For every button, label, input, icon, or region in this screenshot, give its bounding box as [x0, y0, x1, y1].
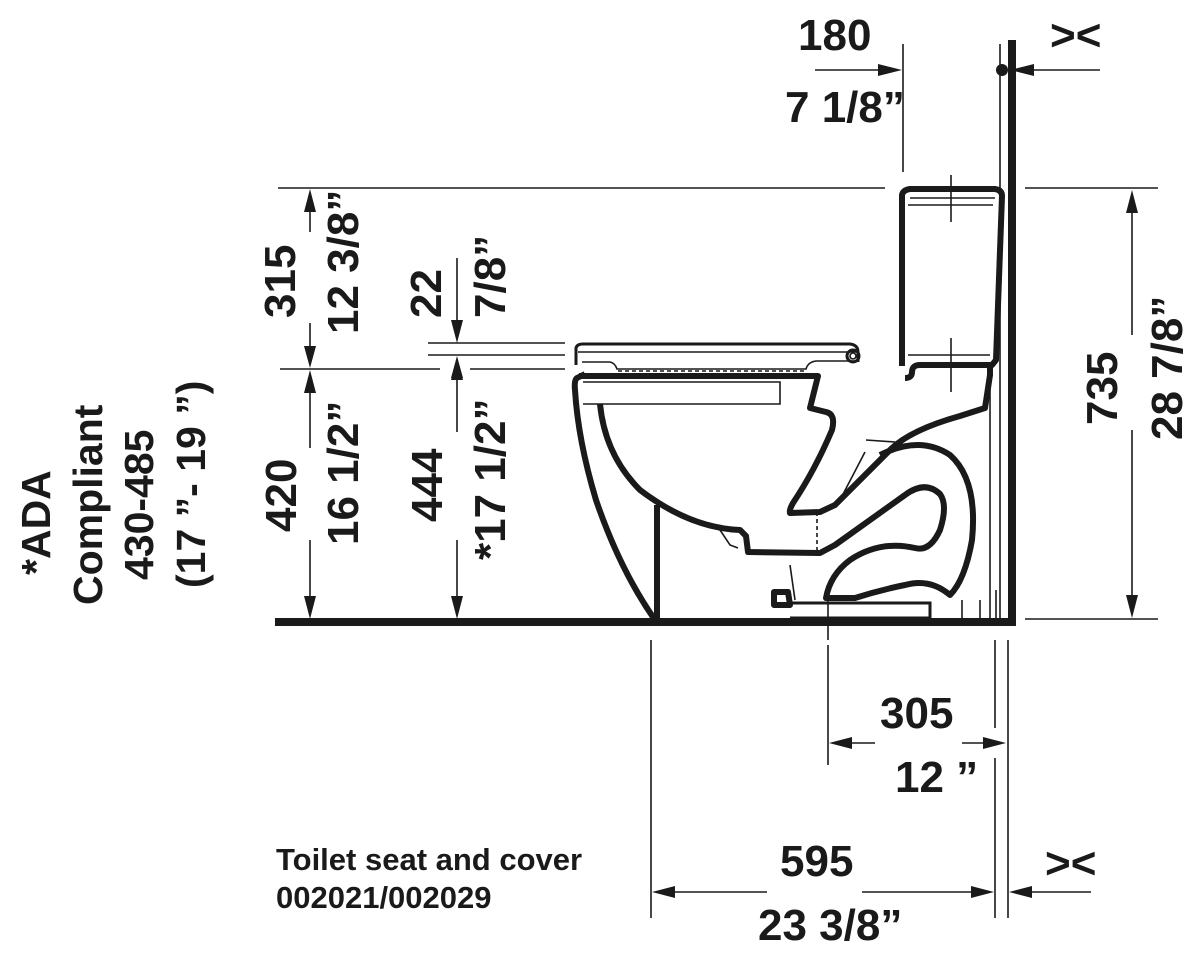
wall-symbol-bottom: ><	[1045, 839, 1096, 888]
ada-line-4: (17 ”- 19 ”)	[168, 381, 214, 588]
dim-seat-height: 444 *17 1/2”	[403, 357, 515, 619]
dim-wall-gap-top: 180 7 1/8” ><	[785, 11, 1101, 172]
dim-315-inch: 12 3/8”	[319, 190, 368, 334]
wall-symbol-top: ><	[1050, 11, 1101, 60]
dim-overall-depth: 595 23 3/8” ><	[650, 640, 1096, 950]
dim-180-mm: 180	[798, 11, 871, 60]
dim-305-mm: 305	[880, 689, 953, 738]
dim-595-mm: 595	[780, 837, 853, 886]
dim-seat-thickness: 22 7/8”	[402, 235, 515, 378]
dim-180-inch: 7 1/8”	[785, 83, 905, 132]
seat-lid	[574, 342, 860, 365]
dim-420-mm: 420	[257, 459, 306, 532]
dim-22-mm: 22	[402, 269, 451, 318]
dim-305-inch: 12 ”	[895, 753, 978, 802]
dim-444-mm: 444	[403, 448, 452, 522]
dim-735-inch: 28 7/8”	[1143, 296, 1192, 440]
bowl-outline	[571, 371, 658, 622]
wall-reference-dot	[996, 64, 1008, 76]
dim-rough-in: 305 12 ”	[827, 640, 1009, 918]
dim-22-inch: 7/8”	[466, 235, 515, 318]
dim-315-mm: 315	[256, 245, 305, 318]
seat-note-line-1: Toilet seat and cover	[276, 842, 582, 877]
seat-note-line-2: 002021/002029	[276, 880, 492, 915]
dim-735-mm: 735	[1078, 352, 1127, 425]
dim-rim-height: 420 16 1/2”	[257, 370, 368, 619]
floor-and-wall	[275, 40, 1016, 626]
dim-595-inch: 23 3/8”	[758, 901, 902, 950]
dim-tank-height: 315 12 3/8”	[256, 189, 368, 368]
dim-420-inch: 16 1/2”	[319, 401, 368, 545]
dim-444-inch: *17 1/2”	[466, 399, 515, 560]
toilet-illustration	[571, 175, 1005, 640]
ada-note: *ADA Compliant 430-485 (17 ”- 19 ”)	[13, 381, 214, 605]
ada-line-2: Compliant	[65, 404, 111, 605]
seat-note: Toilet seat and cover 002021/002029	[276, 842, 582, 915]
tank-outline	[899, 186, 1005, 381]
ada-line-1: *ADA	[13, 470, 59, 575]
ada-line-3: 430-485	[116, 430, 162, 580]
dim-overall-height: 735 28 7/8”	[1078, 190, 1192, 618]
reference-lines	[278, 187, 1158, 620]
